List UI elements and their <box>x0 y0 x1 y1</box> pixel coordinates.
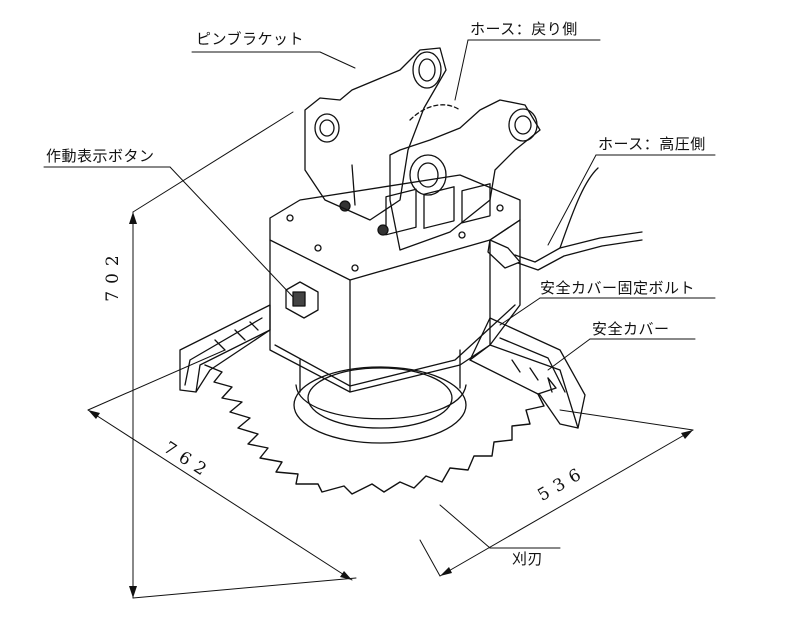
motor-housing <box>269 174 521 393</box>
dimension-arrows <box>88 212 693 598</box>
label-hose-return: ホース：戻り側 <box>470 20 578 38</box>
safety-cover-left <box>179 304 271 393</box>
indicator-button-box <box>285 281 319 319</box>
rotor-hub <box>293 349 467 444</box>
label-cover-bolt: 安全カバー固定ボルト <box>540 279 696 297</box>
label-hose-high-pressure: ホース：高圧側 <box>598 135 706 153</box>
safety-cover-right <box>469 317 586 429</box>
hose-high-pressure <box>487 167 643 271</box>
label-safety-cover: 安全カバー <box>592 320 670 338</box>
dimension-depth-label: 762 <box>160 438 216 484</box>
dimension-width-label: 536 <box>534 462 590 506</box>
label-pin-bracket: ピンブラケット <box>196 30 305 48</box>
dimension-lines <box>87 111 694 599</box>
leader-lines <box>43 39 716 549</box>
label-indicator-button: 作動表示ボタン <box>46 147 155 165</box>
dimension-height-label: 702 <box>103 248 123 301</box>
saw-blade <box>204 364 557 495</box>
pin-bracket <box>304 47 541 251</box>
label-cutting-blade: 刈刃 <box>512 550 544 568</box>
